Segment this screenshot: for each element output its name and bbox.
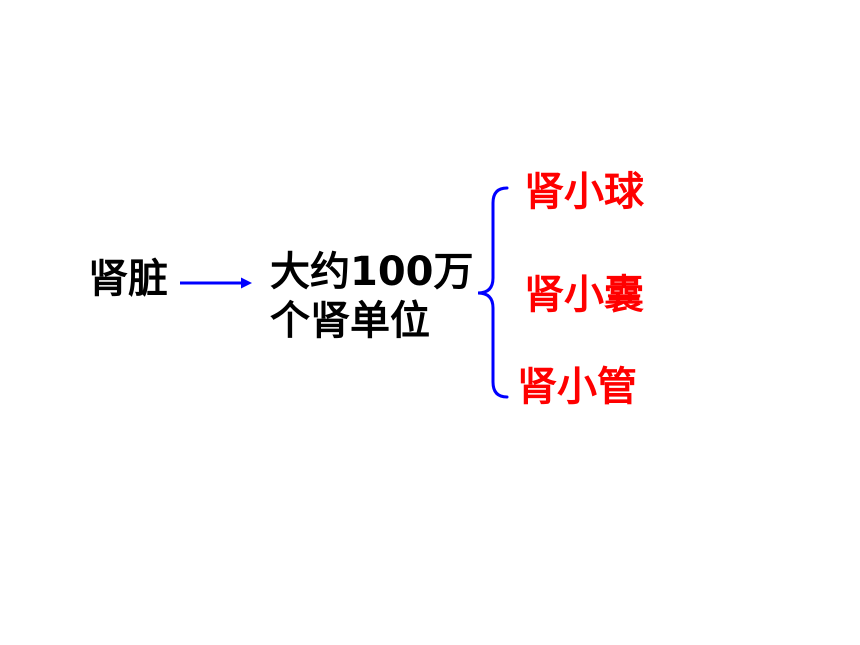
renal-tubule-label: 肾小管 — [517, 364, 637, 410]
bowman-capsule-label: 肾小囊 — [524, 272, 644, 318]
glomerulus-label: 肾小球 — [524, 169, 644, 215]
nephron-count-label: 大约100万 个肾单位 — [270, 248, 474, 346]
curly-brace — [477, 186, 509, 399]
nephron-count-line-2: 个肾单位 — [270, 297, 430, 344]
arrow-connector — [180, 277, 252, 289]
kidney-label: 肾脏 — [88, 256, 168, 302]
nephron-count-line-1: 大约100万 — [270, 249, 474, 295]
